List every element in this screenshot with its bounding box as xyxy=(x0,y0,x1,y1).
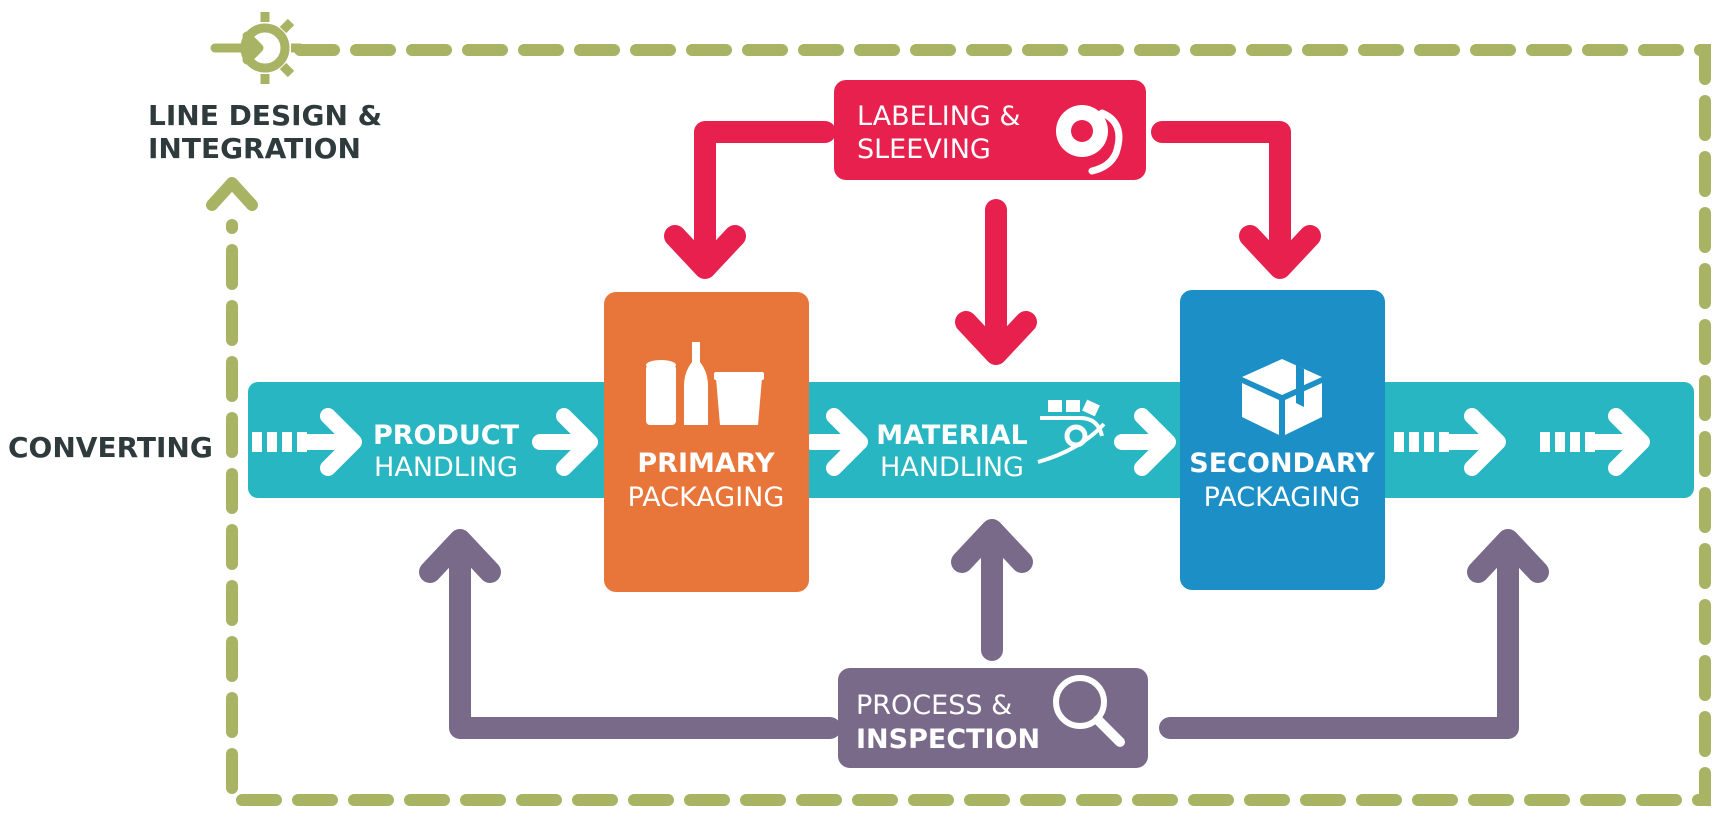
conveyor-gear-icon xyxy=(1037,399,1106,464)
material-handling-line1: MATERIAL xyxy=(876,420,1027,451)
box-icon xyxy=(1242,359,1322,435)
frame-up-arrow xyxy=(206,177,258,211)
inspection-line1: PROCESS & xyxy=(856,690,1012,721)
inspection-line2: INSPECTION xyxy=(856,724,1040,755)
secondary-packaging-line2: PACKAGING xyxy=(1204,482,1361,513)
inspection-arrows xyxy=(419,519,1549,739)
integration-frame xyxy=(206,44,1711,806)
tape-roll-icon xyxy=(1056,105,1123,175)
flow-arrows xyxy=(298,408,1650,476)
converting-label: CONVERTING xyxy=(8,431,213,464)
secondary-packaging-line1: SECONDARY xyxy=(1189,448,1375,479)
labeling-box xyxy=(834,80,1146,180)
labeling-arrows xyxy=(664,121,1321,365)
line-design-label-2: INTEGRATION xyxy=(148,132,361,165)
secondary-packaging-box xyxy=(1180,290,1385,590)
labeling-line1: LABELING & xyxy=(857,101,1020,132)
primary-packaging-box xyxy=(604,292,809,592)
inspection-box xyxy=(838,668,1148,768)
product-handling-line2: HANDLING xyxy=(374,452,518,483)
product-handling-line1: PRODUCT xyxy=(373,420,520,451)
gear-arrow-icon xyxy=(210,12,301,84)
material-handling-line2: HANDLING xyxy=(880,452,1024,483)
magnifier-icon xyxy=(1053,675,1125,747)
primary-packaging-line1: PRIMARY xyxy=(637,448,775,479)
line-design-label-1: LINE DESIGN & xyxy=(148,99,382,132)
labeling-line2: SLEEVING xyxy=(857,134,991,165)
conveyor-mid-stripes xyxy=(1394,432,1595,452)
bottles-icon xyxy=(646,342,764,425)
primary-packaging-line2: PACKAGING xyxy=(628,482,785,513)
